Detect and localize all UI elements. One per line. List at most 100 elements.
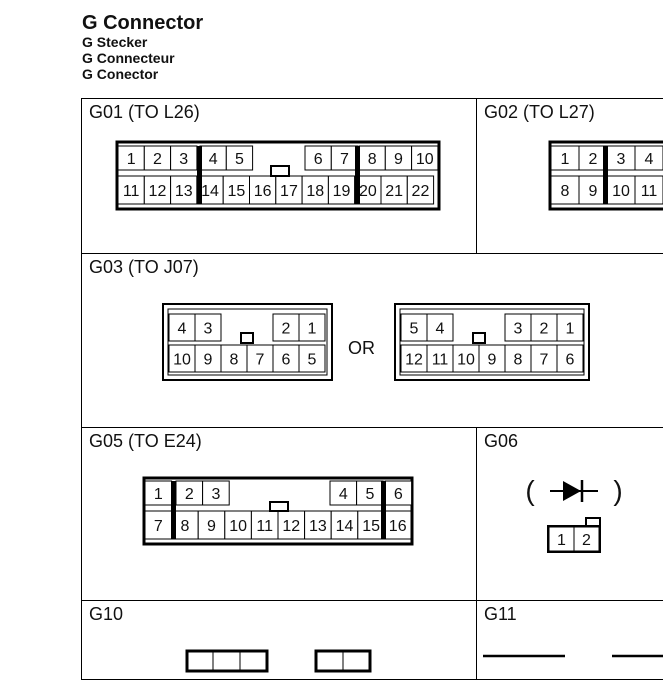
g03a-pin-1: 1 <box>308 321 317 338</box>
g03b-pin-11: 11 <box>432 352 449 369</box>
g02-divider <box>603 146 608 204</box>
g03b-pin-6-cavity <box>556 344 584 373</box>
g01-divider-left <box>197 146 202 204</box>
g01-pin-7-cavity <box>330 145 359 171</box>
g05-pin-13: 13 <box>309 518 327 535</box>
g01-pin-9-cavity <box>384 145 413 171</box>
g03b-pin-5-cavity <box>400 313 428 342</box>
g03a-housing <box>162 303 333 381</box>
g01-pin-3-cavity <box>170 145 198 171</box>
g06-paren-close: ) <box>613 475 622 506</box>
g03a-pin-2: 2 <box>282 321 291 338</box>
g01-pin-10-cavity <box>411 145 439 171</box>
page-title: G Connector <box>82 12 204 34</box>
connector-label-g02: G02 (TO L27) <box>484 102 595 122</box>
g05-pin-9: 9 <box>207 518 216 535</box>
g01-pin-19: 19 <box>333 183 351 200</box>
g01-pin-12-cavity <box>143 175 172 205</box>
g01-pin-18-cavity <box>301 175 329 205</box>
g06-pin-2: 2 <box>582 532 591 549</box>
cell-g02: G02 (TO L27) <box>476 98 663 254</box>
connector-label-g06: G06 <box>484 431 519 451</box>
g01-pin-11-cavity <box>117 175 145 205</box>
g02-pin-9-cavity <box>578 175 608 205</box>
g01-pin-12: 12 <box>149 183 167 200</box>
g03b-pin-6: 6 <box>566 352 575 369</box>
g05-pin-6: 6 <box>394 486 403 503</box>
subtitle-spanish: G Conector <box>82 66 159 82</box>
g02-pin-11: 11 <box>641 183 658 200</box>
g03b-pin-12-cavity <box>400 344 428 373</box>
g05-pin-1: 1 <box>154 486 163 503</box>
g05-pin-15-cavity <box>357 510 385 540</box>
connector-label-g10: G10 <box>89 604 124 624</box>
g03b-pin-5: 5 <box>410 321 419 338</box>
g03b-pin-7: 7 <box>540 352 549 369</box>
g03a-pin-7-cavity <box>246 344 274 373</box>
g06-paren-open: ( <box>525 475 535 506</box>
g01-pin-9: 9 <box>394 151 403 168</box>
g03a-inner <box>167 308 328 376</box>
g03a-pin-7: 7 <box>256 352 265 369</box>
g05-pin-5: 5 <box>365 486 374 503</box>
g03a-pin-9: 9 <box>204 352 213 369</box>
g05-pin-12: 12 <box>282 518 300 535</box>
g01-pin-5: 5 <box>235 151 244 168</box>
g02-pin-2: 2 <box>589 151 598 168</box>
g01-pin-14: 14 <box>201 183 219 200</box>
g01-pin-10: 10 <box>416 151 434 168</box>
g05-pin-9-cavity <box>197 510 226 540</box>
g05-pin-3-cavity <box>202 480 230 506</box>
g05-latch <box>269 501 289 512</box>
g03b-housing <box>394 303 590 381</box>
g06-housing <box>547 525 601 553</box>
g01-divider-right <box>355 146 360 204</box>
g03b-pin-3: 3 <box>514 321 523 338</box>
g03b-pin-10: 10 <box>457 352 475 369</box>
g05-pin-4: 4 <box>339 486 348 503</box>
g02-pin-1-cavity <box>550 145 580 171</box>
connector-label-g03: G03 (TO J07) <box>89 257 199 277</box>
g02-pin-4-cavity <box>634 145 663 171</box>
g03a-latch <box>240 332 254 344</box>
g01-pin-16-cavity <box>249 175 277 205</box>
g03a-pin-5: 5 <box>308 352 317 369</box>
g01-pin-21: 21 <box>385 183 403 200</box>
g05-housing <box>142 476 414 546</box>
g03a-pin-8-cavity <box>220 344 248 373</box>
g03b-pin-7-cavity <box>530 344 558 373</box>
g03a-pin-3-cavity <box>194 313 222 342</box>
g03b-pin-1-cavity <box>556 313 584 342</box>
g05-pin-7: 7 <box>154 518 163 535</box>
g03a-pin-9-cavity <box>194 344 222 373</box>
g05-pin-10-cavity <box>224 510 252 540</box>
g05-divider-right <box>381 481 386 539</box>
g01-pin-18: 18 <box>306 183 324 200</box>
diode-icon <box>563 481 581 501</box>
g03b-pin-1: 1 <box>566 321 575 338</box>
g02-pin-4: 4 <box>645 151 654 168</box>
g03a-pin-8: 8 <box>230 352 239 369</box>
connector-label-g11: G11 <box>484 604 517 624</box>
g01-pin-1-cavity <box>117 145 145 171</box>
g05-pin-10: 10 <box>229 518 247 535</box>
g05-pin-1-cavity <box>144 480 173 506</box>
g02-housing <box>548 140 663 211</box>
g01-pin-2: 2 <box>153 151 162 168</box>
g01-pin-4: 4 <box>209 151 218 168</box>
g03a-pin-6-cavity <box>272 344 300 373</box>
g02-pin-11-cavity <box>634 175 663 205</box>
g01-pin-1: 1 <box>127 151 136 168</box>
g03a-pin-4: 4 <box>178 321 187 338</box>
g03b-pin-8: 8 <box>514 352 523 369</box>
connector-label-g05: G05 (TO E24) <box>89 431 202 451</box>
connector-label-g01: G01 (TO L26) <box>89 102 200 122</box>
g01-pin-7: 7 <box>340 151 349 168</box>
g05-pin-5-cavity <box>356 480 384 506</box>
g01-pin-16: 16 <box>254 183 272 200</box>
subtitle-french: G Connecteur <box>82 50 175 66</box>
g02-pin-3: 3 <box>617 151 626 168</box>
g01-pin-22-cavity <box>406 175 435 205</box>
g01-pin-22: 22 <box>412 183 430 200</box>
g05-pin-16: 16 <box>389 518 407 535</box>
